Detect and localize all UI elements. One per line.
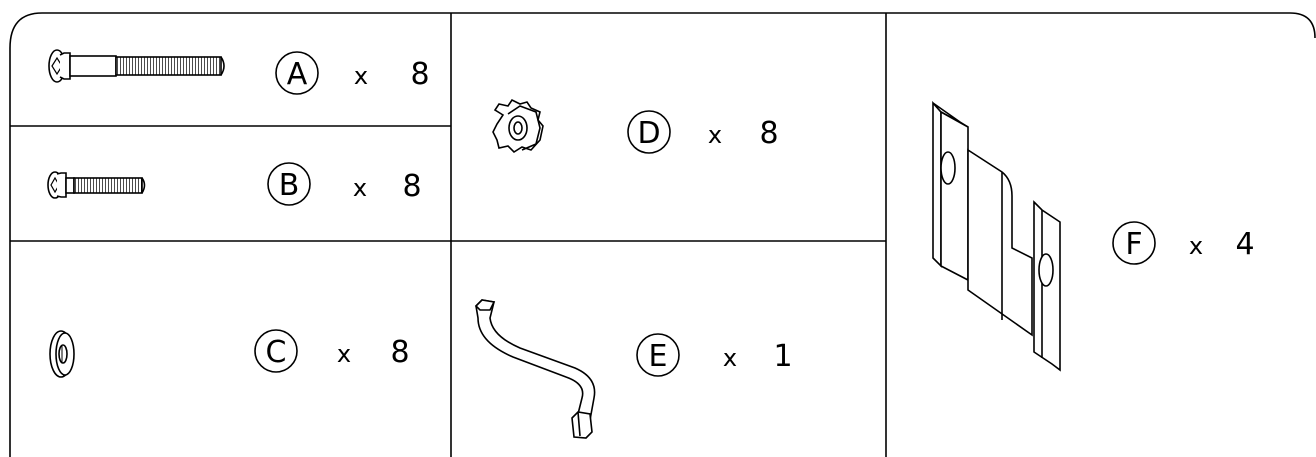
- part-quantity: 8: [390, 335, 409, 370]
- times-sign: x: [337, 340, 351, 368]
- part-letter-circle: [627, 110, 671, 154]
- part-letter: C: [266, 335, 287, 370]
- parts-grid: [9, 12, 1316, 457]
- long-hex-bolt-icon: [48, 49, 225, 83]
- allen-key-icon: [474, 299, 596, 439]
- part-letter: D: [637, 116, 660, 151]
- times-sign: x: [723, 344, 737, 372]
- times-sign: x: [353, 174, 367, 202]
- part-d: D x 8: [492, 98, 779, 154]
- part-letter-circle: [254, 329, 298, 373]
- part-letter-circle: [1112, 221, 1156, 265]
- part-letter: E: [649, 339, 668, 374]
- short-hex-bolt-icon: [47, 171, 146, 199]
- part-letter: A: [287, 57, 308, 92]
- part-quantity: 8: [410, 57, 429, 92]
- connector-bracket-icon: [932, 100, 1061, 372]
- outer-frame: [9, 12, 1316, 457]
- part-letter: B: [279, 168, 300, 203]
- times-sign: x: [1189, 232, 1203, 260]
- part-a: A x 8: [48, 49, 430, 95]
- part-letter-circle: [267, 162, 311, 206]
- times-sign: x: [708, 121, 722, 149]
- washer-icon: [49, 330, 75, 378]
- t-nut-icon: [492, 98, 544, 154]
- part-quantity: 8: [402, 169, 421, 204]
- part-f: F x 4: [932, 100, 1255, 372]
- part-letter: F: [1125, 227, 1142, 262]
- part-c: C x 8: [49, 329, 410, 378]
- part-letter-circle: [636, 333, 680, 377]
- part-quantity: 4: [1235, 227, 1254, 262]
- times-sign: x: [354, 62, 368, 90]
- part-quantity: 1: [773, 339, 792, 374]
- part-letter-circle: [275, 51, 319, 95]
- part-b: B x 8: [47, 162, 422, 206]
- part-e: E x 1: [474, 299, 793, 439]
- part-quantity: 8: [759, 116, 778, 151]
